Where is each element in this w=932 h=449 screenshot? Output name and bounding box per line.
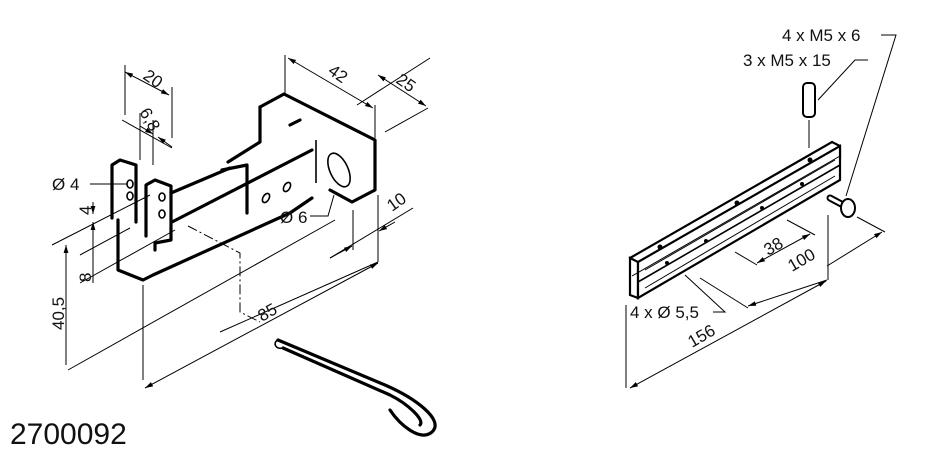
part-number: 2700092 — [10, 418, 127, 449]
dim-4: 4 — [76, 206, 95, 215]
dim-20: 20 — [140, 66, 166, 92]
dim-10: 10 — [383, 189, 409, 215]
set-screw — [802, 82, 816, 118]
dim-25: 25 — [393, 70, 419, 96]
dim-100: 100 — [785, 245, 819, 276]
dim-40-5: 40,5 — [49, 297, 68, 330]
dim-hole-d6: Ø 6 — [280, 208, 307, 227]
label-screws-m5x6: 4 x M5 x 6 — [782, 26, 860, 45]
bracket-drawing: 20 6,8 42 25 Ø 4 4 8 40,5 Ø 6 10 85 — [49, 55, 437, 437]
label-screws-m5x15: 3 x M5 x 15 — [743, 51, 831, 70]
dim-8: 8 — [76, 273, 95, 282]
dim-38: 38 — [761, 234, 787, 260]
spring-pin-clip — [274, 338, 437, 437]
dim-85: 85 — [255, 300, 281, 326]
rail-body — [628, 140, 842, 300]
rail-drawing: 4 x M5 x 6 3 x M5 x 15 38 100 4 x Ø 5,5 … — [625, 26, 897, 389]
label-holes-d5-5: 4 x Ø 5,5 — [630, 303, 699, 322]
cap-screw — [826, 194, 856, 218]
dim-hole-d4: Ø 4 — [52, 175, 79, 194]
dim-156: 156 — [685, 321, 719, 352]
bracket-body — [110, 92, 377, 282]
dim-42: 42 — [325, 61, 351, 87]
